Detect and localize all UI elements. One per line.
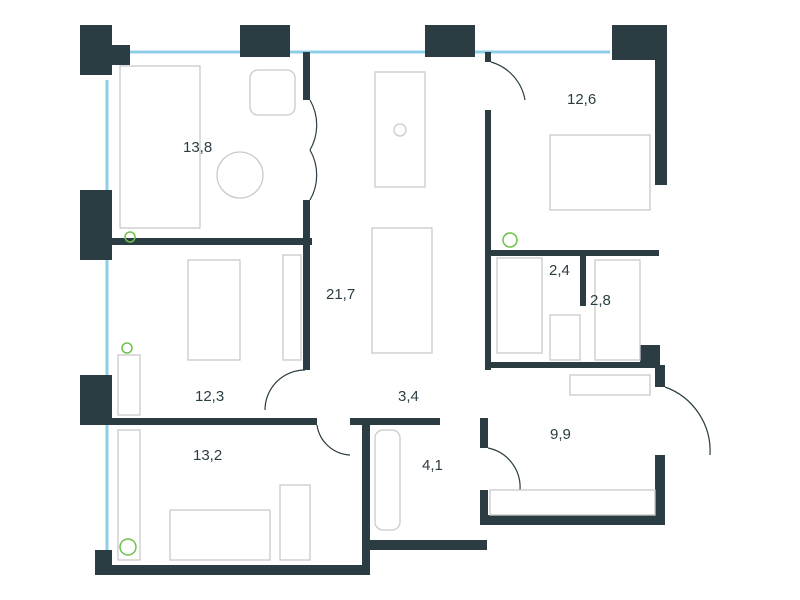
plants xyxy=(119,231,518,556)
area-label-bath-small: 2,4 xyxy=(549,262,570,279)
doors xyxy=(264,61,711,491)
area-label-kitchen: 21,7 xyxy=(326,286,355,303)
area-label-living: 13,8 xyxy=(183,139,212,156)
area-label-bedroom-ne: 12,6 xyxy=(567,91,596,108)
area-label-entry: 9,9 xyxy=(550,426,571,443)
area-label-bedroom-w: 12,3 xyxy=(195,388,224,405)
area-label-hall: 3,4 xyxy=(398,388,419,405)
walls xyxy=(80,25,667,575)
windows xyxy=(105,50,610,550)
furniture xyxy=(117,65,656,561)
area-labels: 13,8 12,6 21,7 2,4 2,8 12,3 3,4 9,9 13,2… xyxy=(183,91,611,474)
area-label-wc: 2,8 xyxy=(590,292,611,309)
area-label-bedroom-sw: 13,2 xyxy=(193,447,222,464)
area-label-bath: 4,1 xyxy=(422,457,443,474)
